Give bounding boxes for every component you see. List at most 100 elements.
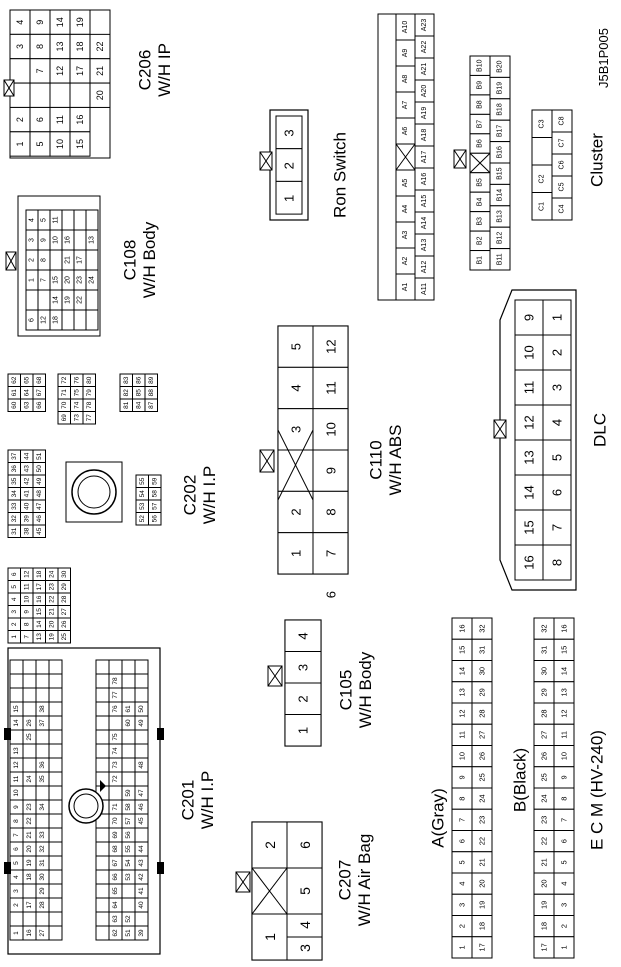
pin-cell [108,659,123,675]
pin-label: C2 [539,174,546,183]
pin-label: 7 [23,635,30,639]
pin-label: 83 [123,376,130,384]
pin-label: 8 [458,797,467,801]
pin-label: 34 [39,803,46,811]
pin-cell [277,532,314,575]
pin-label: 67 [36,389,43,397]
pin-label: A15 [421,195,428,208]
ecm-b-label: B(Black) [511,748,530,812]
lock-tab-cross [3,79,15,97]
pin-cell [286,936,323,961]
pin-label: 12 [23,570,30,578]
ron-lock-icon [259,151,273,171]
pin-label: 16 [36,595,43,603]
pin-label: 17 [75,66,85,76]
pin-cell [312,366,349,410]
pin-label: 14 [53,296,60,304]
pin-label: A16 [421,173,428,186]
pin-cell [95,897,110,913]
pin-label: 1 [15,141,25,146]
pin-label: 57 [125,817,132,825]
pin-label: 12 [13,761,20,769]
pin-label: 8 [560,797,569,801]
pin-label: 18 [75,42,85,52]
lock-tab-cross [5,251,17,271]
pin-label: 9 [560,775,569,779]
pin-cell [48,813,63,829]
pin-label: 20 [65,276,72,284]
pin-cell [85,249,99,271]
pin-label: 14 [13,719,20,727]
pin-label: 11 [560,731,569,739]
pin-label: 6 [324,591,339,598]
pin-label: 2 [11,622,18,626]
pin-label: C6 [559,160,566,169]
pin-label: 36 [11,465,18,473]
pin-label: 4 [560,882,569,886]
pin-label: 57 [151,502,158,510]
pin-label: 80 [86,376,93,384]
pin-label: 14 [55,17,65,27]
pin-label: 60 [11,401,18,409]
pin-cell [95,757,110,773]
pin-label: B12 [497,232,504,245]
pin-label: 22 [26,817,33,825]
pin-label: 3 [13,889,20,893]
pin-label: 19 [75,17,85,27]
pin-label: 15 [13,705,20,713]
pin-label: 38 [39,705,46,713]
pin-label: 31 [11,527,18,535]
pin-cell [134,771,149,787]
pin-label: 22 [478,837,487,845]
pin-label: 30 [540,667,549,675]
pin-cell [48,743,63,759]
c105-subtitle: W/H Body [356,651,375,728]
pin-label: 29 [540,688,549,696]
pin-label: 12 [41,316,48,324]
pin-label: 12 [522,415,537,429]
pin-cell [22,659,37,675]
pin-label: A18 [421,129,428,142]
pin-cell [121,743,136,759]
pin-label: 5 [35,141,45,146]
pin-label: 16 [522,555,537,569]
pin-label: 3 [560,903,569,907]
pin-cell [134,729,149,745]
pin-label: B16 [497,146,504,159]
pin-label: 32 [478,624,487,632]
cross [395,143,416,171]
pin-label: A1 [402,283,409,292]
pin-label: 88 [148,389,155,397]
pin-cell [48,729,63,745]
pin-label: 15 [75,139,85,149]
pin-label: B14 [497,189,504,202]
pin-label: 78 [86,401,93,409]
pin-label: 8 [23,622,30,626]
pin-label: 18 [540,922,549,930]
pin-label: 14 [522,485,537,499]
c202-subtitle: W/H I.P [200,466,219,525]
pin-label: A6 [402,127,409,136]
pin-label: 76 [112,705,119,713]
pin-label: 84 [135,401,142,409]
pin-label: 27 [478,731,487,739]
pin-cell [22,701,37,717]
pin-label: 27 [540,731,549,739]
pin-label: 44 [138,845,145,853]
pin-cell [85,309,99,331]
pin-label: 7 [324,550,339,557]
pin-label: 17 [540,943,549,951]
c201-pin1-marker-icon [100,780,106,792]
pin-label: 35 [39,775,46,783]
pin-label: B13 [497,210,504,223]
pin-label: 1 [458,945,467,949]
c110-subtitle: W/H ABS [386,425,405,496]
pin-label: 39 [138,929,145,937]
c201-title: C201 [179,780,198,821]
pin-label: 26 [26,719,33,727]
pin-label: 44 [23,452,30,460]
pin-label: B5 [477,178,484,187]
